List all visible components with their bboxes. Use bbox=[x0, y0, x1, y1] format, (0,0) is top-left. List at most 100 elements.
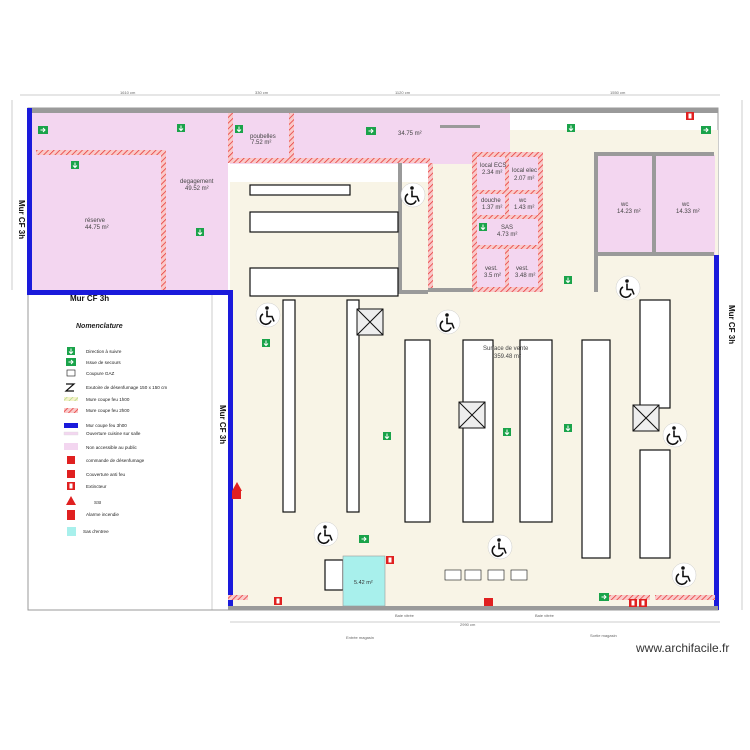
room-name-local-ecs: local ECS bbox=[480, 163, 506, 169]
corridor bbox=[230, 162, 430, 182]
fire-blanket-icon bbox=[67, 470, 75, 478]
direction-arrow-icon bbox=[261, 338, 271, 348]
room-name-surface-vente: Surface de vente bbox=[483, 346, 529, 352]
accessibility-icon bbox=[662, 422, 688, 448]
accessibility-icon bbox=[615, 275, 641, 301]
legend-item-1: Issue de secours bbox=[86, 360, 121, 365]
wall-label-left: Mur CF 3h bbox=[17, 200, 26, 239]
legend-item-4: Mure coupe feu 1h00 bbox=[86, 397, 130, 402]
entry-lock bbox=[342, 555, 386, 607]
direction-arrow-icon bbox=[563, 423, 573, 433]
checkouts bbox=[444, 569, 528, 581]
smoke-vent-icon bbox=[632, 404, 660, 432]
emergency-exit-icon bbox=[37, 125, 49, 135]
legend-item-2: Coupure GAZ bbox=[86, 371, 115, 376]
legend-item-3: Exutoire de désenfumage 150 x 150 cm bbox=[86, 385, 167, 390]
wall-label-right: Mur CF 3h bbox=[727, 305, 736, 344]
dim-top-4: 1550 cm bbox=[610, 90, 626, 95]
room-area-vest-1: 3.5 m² bbox=[484, 273, 501, 279]
direction-arrow-icon bbox=[478, 222, 488, 232]
sas-entree-area: 5.42 m² bbox=[354, 580, 373, 586]
shelving-units bbox=[249, 184, 671, 591]
emergency-exit-icon bbox=[358, 534, 370, 544]
room-name-local-elec: local elec bbox=[512, 168, 537, 174]
non-public-zone-left bbox=[31, 112, 228, 290]
fire-alarm-icon bbox=[67, 510, 75, 520]
accessibility-icon bbox=[255, 302, 281, 328]
extinguisher-icon bbox=[629, 599, 637, 607]
top-wall bbox=[32, 108, 718, 113]
direction-arrow-icon bbox=[195, 227, 205, 237]
gas-cutoff-icon bbox=[66, 369, 76, 377]
emergency-exit-icon bbox=[700, 125, 712, 135]
direction-arrow-icon bbox=[176, 123, 186, 133]
room-area-douche: 1.37 m² bbox=[482, 205, 502, 211]
direction-arrow-icon bbox=[234, 124, 244, 134]
room-name-vest-2: vest. bbox=[516, 266, 529, 272]
fire-wall-2h-icon bbox=[64, 408, 78, 413]
room-area-reserve: 44.75 m² bbox=[85, 225, 109, 231]
fire-wall-1h-icon bbox=[64, 397, 78, 401]
room-area-local-elec: 2.07 m² bbox=[514, 176, 534, 182]
watermark: www.archifacile.fr bbox=[635, 641, 729, 655]
direction-arrow-icon bbox=[563, 275, 573, 285]
smoke-vent-icon bbox=[64, 383, 76, 392]
room-name-reserve: réserve bbox=[85, 218, 106, 224]
legend-item-5: Mure coupe feu 2h00 bbox=[86, 408, 130, 413]
legend: Nomenclature Direction à suivre Issue de… bbox=[63, 323, 167, 536]
room-name-degagement: degagement bbox=[180, 179, 214, 185]
room-area-local-ecs: 2.34 m² bbox=[482, 170, 502, 176]
wall-label-inner: Mur CF 3h bbox=[218, 405, 227, 444]
legend-item-9: commande de désenfumage bbox=[86, 458, 145, 463]
direction-arrow-icon bbox=[566, 123, 576, 133]
accessibility-icon bbox=[313, 521, 339, 547]
door-label-entree: Entrée magasin bbox=[346, 635, 374, 640]
accessibility-icon bbox=[400, 182, 426, 208]
fire-wall-3h-icon bbox=[64, 423, 78, 428]
extinguisher-icon bbox=[274, 597, 282, 605]
smoke-control-icon bbox=[67, 456, 75, 464]
dim-top-3: 1120 cm bbox=[395, 90, 411, 95]
room-area-34: 34.75 m² bbox=[398, 131, 422, 137]
room-name-poubelles: poubelles bbox=[250, 134, 276, 140]
direction-arrow-icon bbox=[70, 160, 80, 170]
partitions bbox=[398, 125, 714, 294]
accessibility-icon bbox=[487, 534, 513, 560]
emergency-exit-icon bbox=[365, 126, 377, 136]
accessibility-icon bbox=[671, 562, 697, 588]
extinguisher-icon bbox=[639, 599, 647, 607]
ssi-icon bbox=[232, 482, 242, 491]
room-area-sas: 4.73 m² bbox=[497, 232, 517, 238]
legend-item-6: Mur coupe feu 3h00 bbox=[86, 423, 127, 428]
room-name-douche: douche bbox=[481, 198, 501, 204]
room-area-wc-2: 14.33 m² bbox=[676, 209, 700, 215]
room-area-wc-small: 1.43 m² bbox=[514, 205, 534, 211]
bottom-wall bbox=[228, 606, 718, 610]
legend-item-11: Extincteur bbox=[86, 484, 107, 489]
smoke-control-icon bbox=[484, 598, 493, 606]
room-name-vest-1: vest. bbox=[485, 266, 498, 272]
dimension-lines bbox=[11, 94, 743, 623]
wall-label-reserve: Mur CF 3h bbox=[70, 294, 109, 303]
legend-item-13: Alarme incendie bbox=[86, 512, 119, 517]
legend-item-7: Ouverture cuisine sur salle bbox=[86, 431, 141, 436]
kitchen-opening-icon bbox=[63, 431, 79, 436]
room-name-sas: SAS bbox=[501, 225, 513, 231]
legend-item-14: Sas d'entree bbox=[83, 529, 109, 534]
smoke-vent-icon bbox=[356, 308, 384, 336]
fire-alarm-icon bbox=[232, 491, 241, 499]
room-area-poubelles: 7.52 m² bbox=[251, 140, 271, 146]
legend-item-12: SSI bbox=[94, 500, 101, 505]
ssi-icon bbox=[66, 496, 76, 505]
non-public-zone-top bbox=[230, 112, 510, 164]
room-area-degagement: 49.52 m² bbox=[185, 186, 209, 192]
non-public-icon bbox=[64, 443, 78, 450]
emergency-exit-icon bbox=[598, 592, 610, 602]
extinguisher-icon bbox=[386, 556, 394, 564]
room-name-wc-small: wc bbox=[518, 198, 526, 204]
extinguisher-icon bbox=[67, 482, 75, 490]
room-name-wc-1: wc bbox=[620, 202, 628, 208]
entry-lock-icon bbox=[67, 527, 76, 536]
dim-top-1: 1610 cm bbox=[120, 90, 136, 95]
